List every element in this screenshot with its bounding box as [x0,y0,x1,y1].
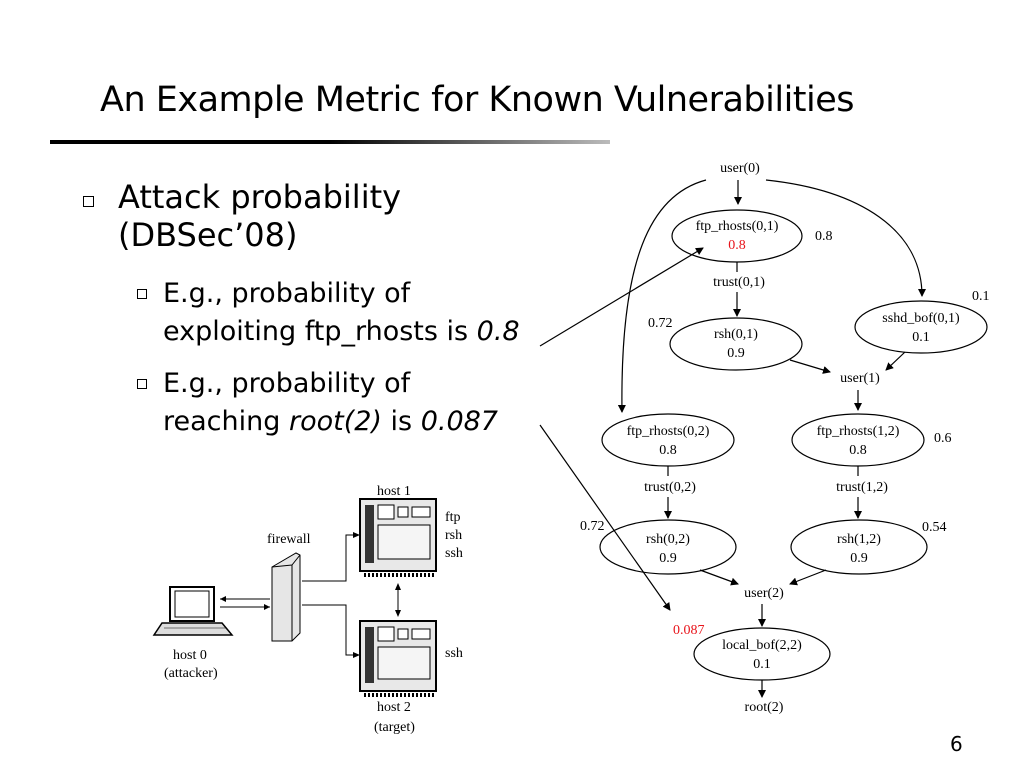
host2-label: host 2 [377,700,411,715]
node-trust-1-2: trust(1,2) [836,480,888,495]
node-rsh-0-2 [599,519,737,575]
node-user0: user(0) [720,161,760,176]
bullet-main-line2: (DBSec’08) [118,216,298,254]
node-ftp-rhosts-0-1-label: ftp_rhosts(0,1) [696,219,779,234]
node-trust-0-2: trust(0,2) [644,480,696,495]
callout-arrow-0-8 [539,247,704,347]
network-diagram: host 0 (attacker) firewall host 1 ftp rs… [152,484,463,735]
firewall-label: firewall [267,532,311,547]
node-ftp-rhosts-0-2-label: ftp_rhosts(0,2) [627,424,710,439]
node-local-bof-2-2 [693,627,831,681]
node-ftp-rhosts-1-2-prob: 0.8 [849,443,867,458]
host0-label: host 0 [173,648,207,663]
node-rsh-0-1-prob: 0.9 [727,346,745,361]
node-local-bof-2-2-label: local_bof(2,2) [722,638,802,653]
node-ftp-rhosts-1-2 [791,413,925,467]
node-local-bof-2-2-cum: 0.087 [673,623,705,638]
bullet-main-line1: Attack probability [118,178,402,216]
sub-bullet-2-is: is [381,406,421,437]
sub-bullet-1-line2: exploiting ftp_rhosts is 0.8 [163,313,520,351]
node-sshd-bof-0-1 [854,300,988,354]
sub-bullet-2-line2: reaching root(2) is 0.087 [163,403,498,441]
node-rsh-0-1-label: rsh(0,1) [714,327,758,342]
sub-bullet-1-text: exploiting ftp_rhosts is [163,316,477,347]
firewall-icon [271,552,301,642]
host1-label: host 1 [377,484,411,499]
sub-bullet-2-text-a: reaching [163,406,289,437]
laptop-icon [152,586,234,636]
bullet-box-icon [83,196,94,207]
node-rsh-0-2-label: rsh(0,2) [646,532,690,547]
server-icon [359,620,437,697]
sub-bullet-2-root: root(2) [288,406,382,437]
bullet-main: Attack probability (DBSec’08) [118,178,401,254]
title-underline [50,140,610,144]
host2-service-ssh: ssh [445,646,463,661]
node-user2: user(2) [744,586,784,601]
sub-bullet-1-value: 0.8 [476,316,520,347]
host1-service-ftp: ftp [445,510,461,525]
node-ftp-rhosts-1-2-cum: 0.6 [934,431,952,446]
page-number: 6 [950,732,963,756]
node-rsh-1-2-label: rsh(1,2) [837,532,881,547]
host0-role: (attacker) [164,666,218,681]
sub-bullet-1-line1: E.g., probability of [163,278,411,309]
bullet-box-icon [137,379,147,389]
sub-bullet-2: E.g., probability of reaching root(2) is… [163,365,498,441]
node-ftp-rhosts-0-1-cum: 0.8 [815,229,833,244]
node-user1: user(1) [840,371,880,386]
node-rsh-0-2-cum: 0.72 [580,519,605,534]
node-ftp-rhosts-1-2-label: ftp_rhosts(1,2) [817,424,900,439]
slide-title: An Example Metric for Known Vulnerabilit… [100,80,855,120]
node-ftp-rhosts-0-1 [671,209,803,263]
node-ftp-rhosts-0-1-prob: 0.8 [728,238,746,253]
sub-bullet-2-value: 0.087 [420,406,498,437]
node-rsh-0-1-cum: 0.72 [648,316,673,331]
node-ftp-rhosts-0-2 [601,413,735,467]
node-trust-0-1: trust(0,1) [713,275,765,290]
node-sshd-bof-0-1-cum: 0.1 [972,289,990,304]
sub-bullet-1: E.g., probability of exploiting ftp_rhos… [163,275,520,351]
server-icon [359,498,437,577]
node-sshd-bof-0-1-label: sshd_bof(0,1) [882,311,960,326]
node-rsh-1-2-cum: 0.54 [922,520,947,535]
node-root2: root(2) [745,700,784,715]
node-ftp-rhosts-0-2-prob: 0.8 [659,443,677,458]
node-sshd-bof-0-1-prob: 0.1 [912,330,930,345]
callout-arrow-0-087 [539,424,671,611]
node-rsh-0-2-prob: 0.9 [659,551,677,566]
sub-bullet-2-line1: E.g., probability of [163,368,411,399]
host1-service-ssh: ssh [445,546,463,561]
node-rsh-1-2-prob: 0.9 [850,551,868,566]
node-rsh-0-1 [669,317,803,371]
host1-service-rsh: rsh [445,528,462,543]
node-local-bof-2-2-prob: 0.1 [753,657,771,672]
host2-role: (target) [374,720,415,735]
bullet-box-icon [137,289,147,299]
node-rsh-1-2 [790,519,928,575]
